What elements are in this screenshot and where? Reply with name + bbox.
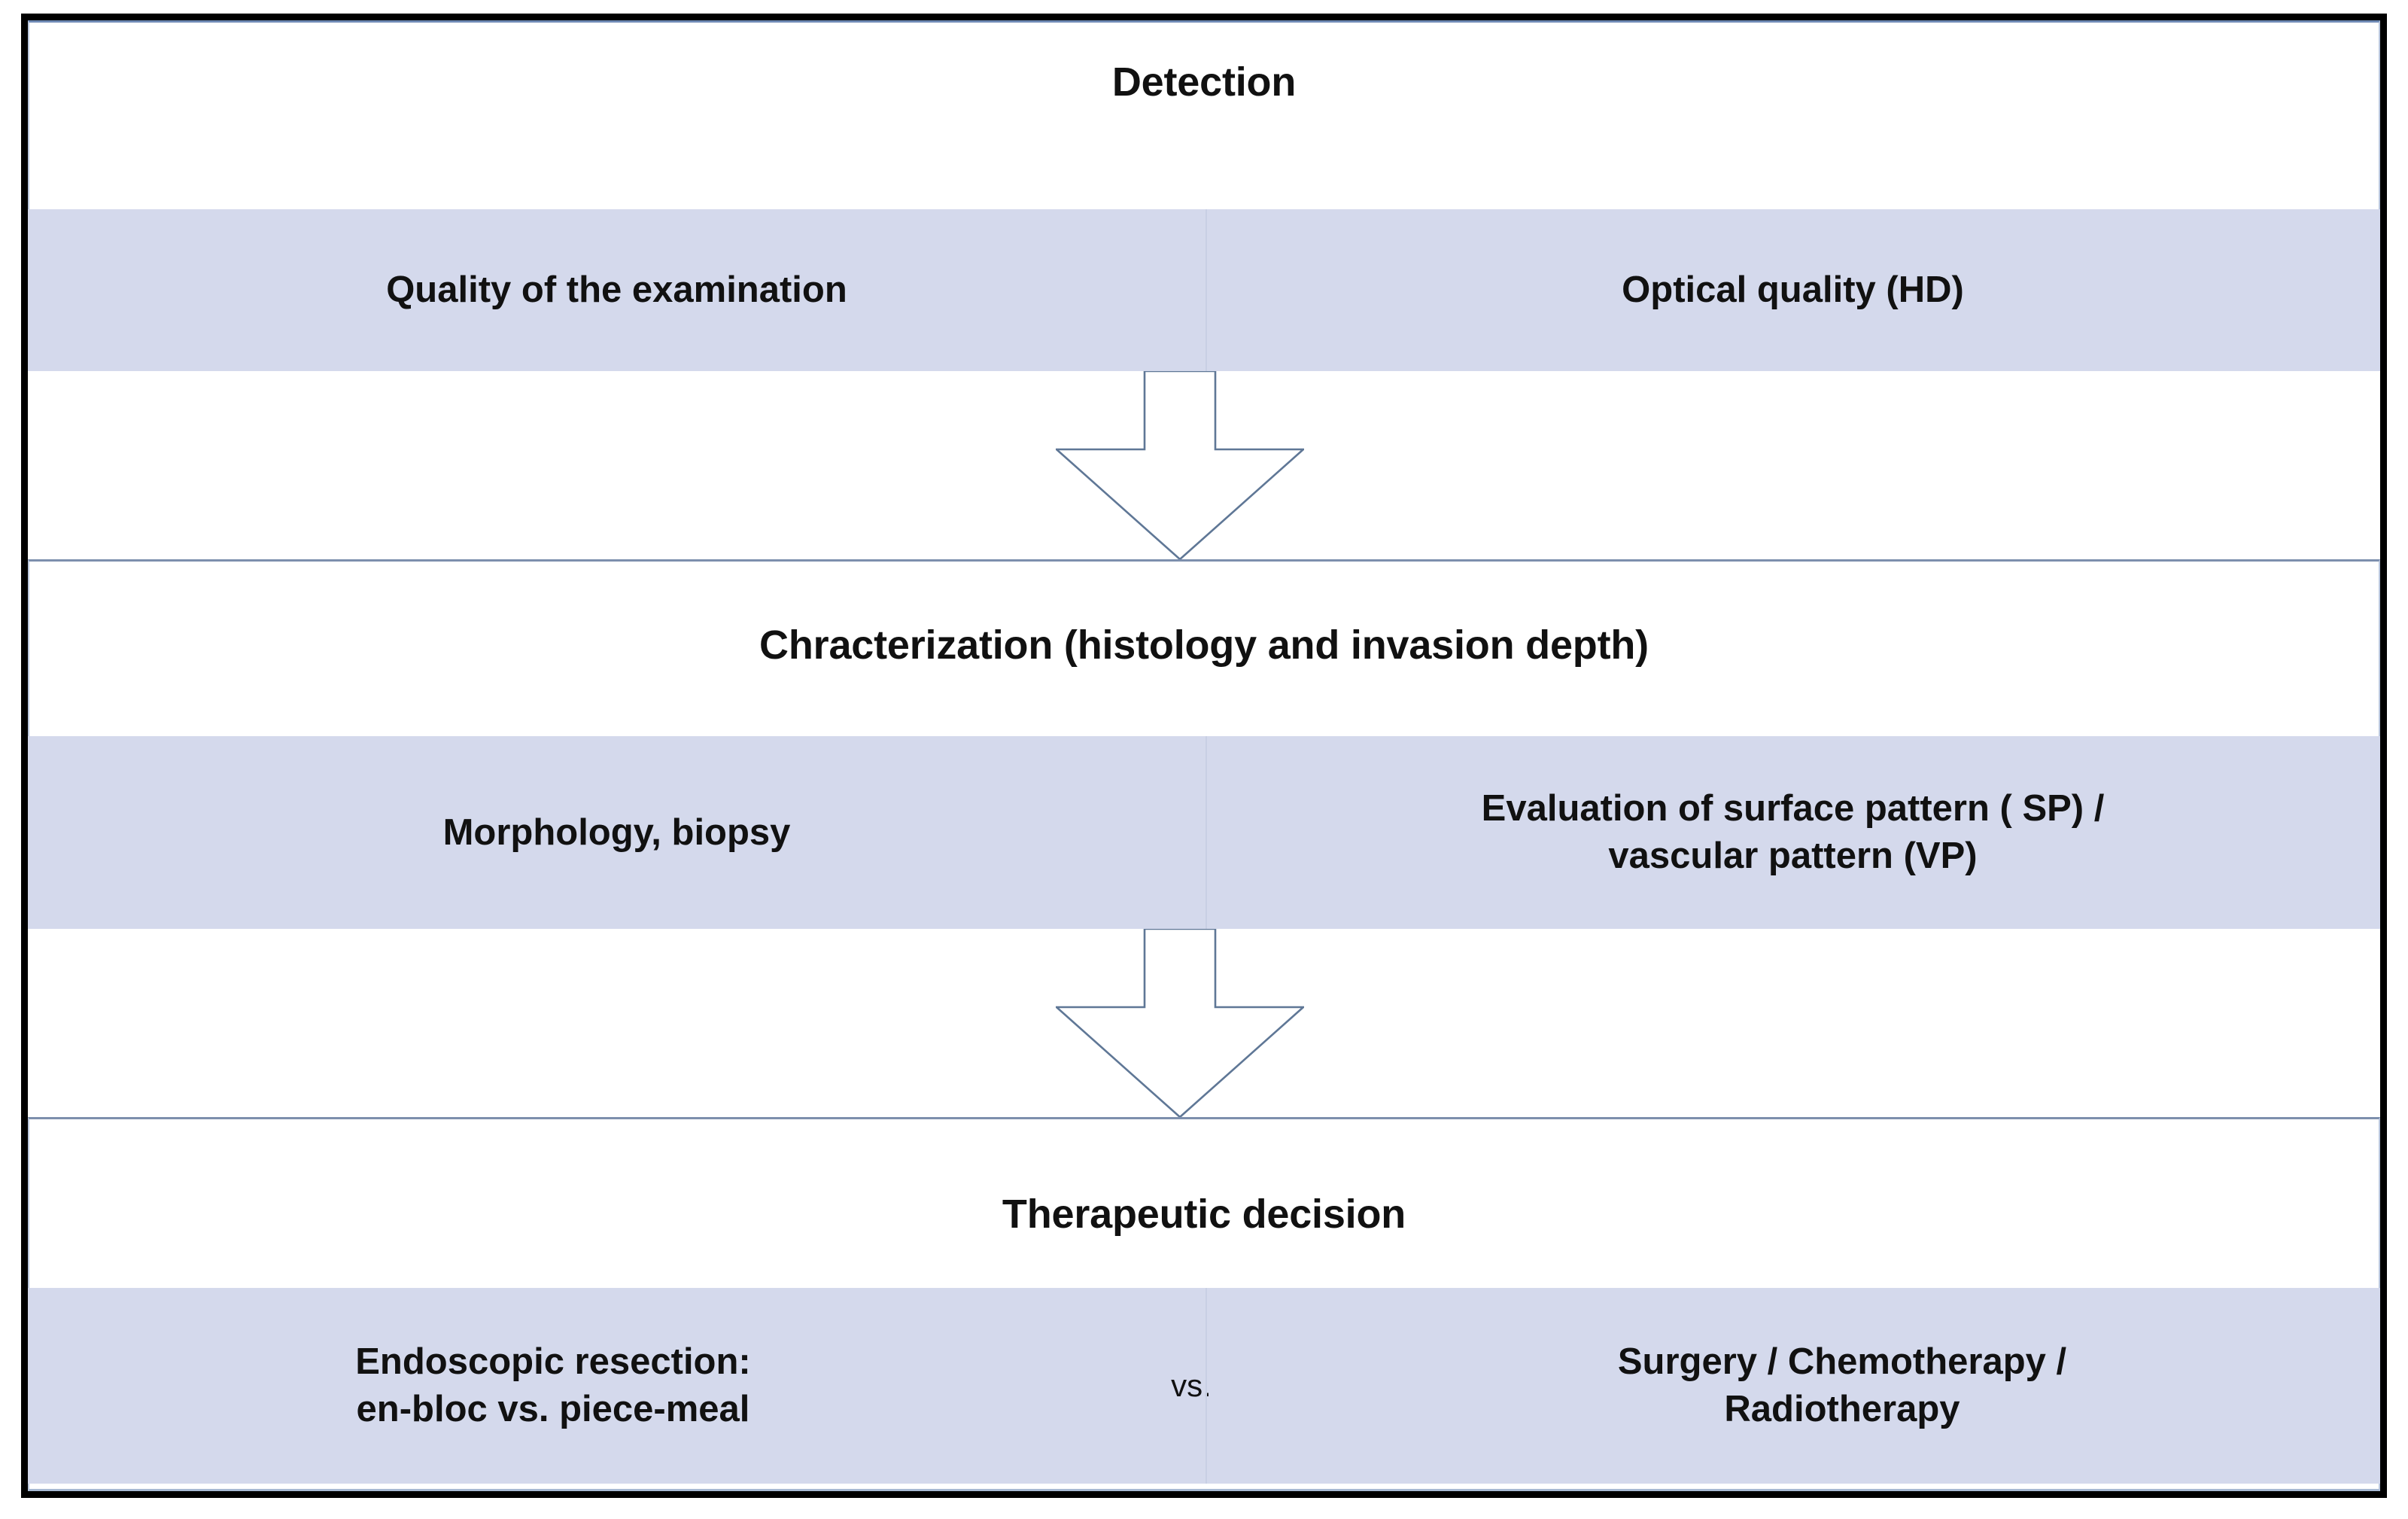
- stage-detection-header: Detection: [1111, 59, 1297, 105]
- connector-characterization-to-decision: [1056, 929, 1304, 1119]
- cell-surface-pattern-line1: Evaluation of surface pattern ( SP) /: [1481, 788, 2105, 830]
- stage-detection-band: Quality of the examination Optical quali…: [28, 209, 2380, 371]
- cell-quality-of-examination: Quality of the examination: [28, 209, 1206, 371]
- cell-quality-of-examination-label: Quality of the examination: [386, 269, 847, 311]
- cell-optical-quality: Optical quality (HD): [1206, 209, 2380, 371]
- connector-detection-to-characterization: [1056, 371, 1304, 561]
- cell-surgery-chemo-radio-line2: Radiotherapy: [1724, 1389, 1960, 1429]
- cell-endoscopic-resection-line2: en-bloc vs. piece-meal: [356, 1389, 750, 1429]
- stage-therapeutic-decision-band: Endoscopic resection: en-bloc vs. piece-…: [28, 1288, 2380, 1484]
- band-divider: [1206, 209, 1207, 371]
- cell-morphology-biopsy-label: Morphology, biopsy: [442, 811, 791, 853]
- diagram-canvas: Detection Quality of the examination Opt…: [28, 20, 2380, 1491]
- band-divider: [1206, 1288, 1207, 1484]
- cell-optical-quality-label: Optical quality (HD): [1622, 269, 1964, 311]
- cell-endoscopic-resection-line1: Endoscopic resection:: [355, 1341, 751, 1383]
- cell-versus: vs.: [1078, 1288, 1304, 1484]
- cell-morphology-biopsy: Morphology, biopsy: [28, 736, 1206, 929]
- cell-surface-vascular-pattern: Evaluation of surface pattern ( SP) / va…: [1206, 736, 2380, 929]
- band-divider: [1206, 736, 1207, 929]
- stage-therapeutic-decision-header: Therapeutic decision: [1002, 1192, 1406, 1237]
- cell-surface-pattern-line2: vascular pattern (VP): [1608, 836, 1978, 876]
- arrow-down-icon: [1056, 371, 1304, 561]
- stage-characterization-band: Morphology, biopsy Evaluation of surface…: [28, 736, 2380, 929]
- cell-surgery-chemo-radio-line1: Surgery / Chemotherapy /: [1617, 1341, 2067, 1383]
- arrow-down-icon: [1056, 929, 1304, 1119]
- stage-characterization-header: Chracterization (histology and invasion …: [759, 623, 1649, 668]
- cell-endoscopic-resection: Endoscopic resection: en-bloc vs. piece-…: [28, 1288, 1078, 1484]
- cell-surgery-chemo-radio: Surgery / Chemotherapy / Radiotherapy: [1304, 1288, 2380, 1484]
- cell-versus-label: vs.: [1171, 1368, 1212, 1404]
